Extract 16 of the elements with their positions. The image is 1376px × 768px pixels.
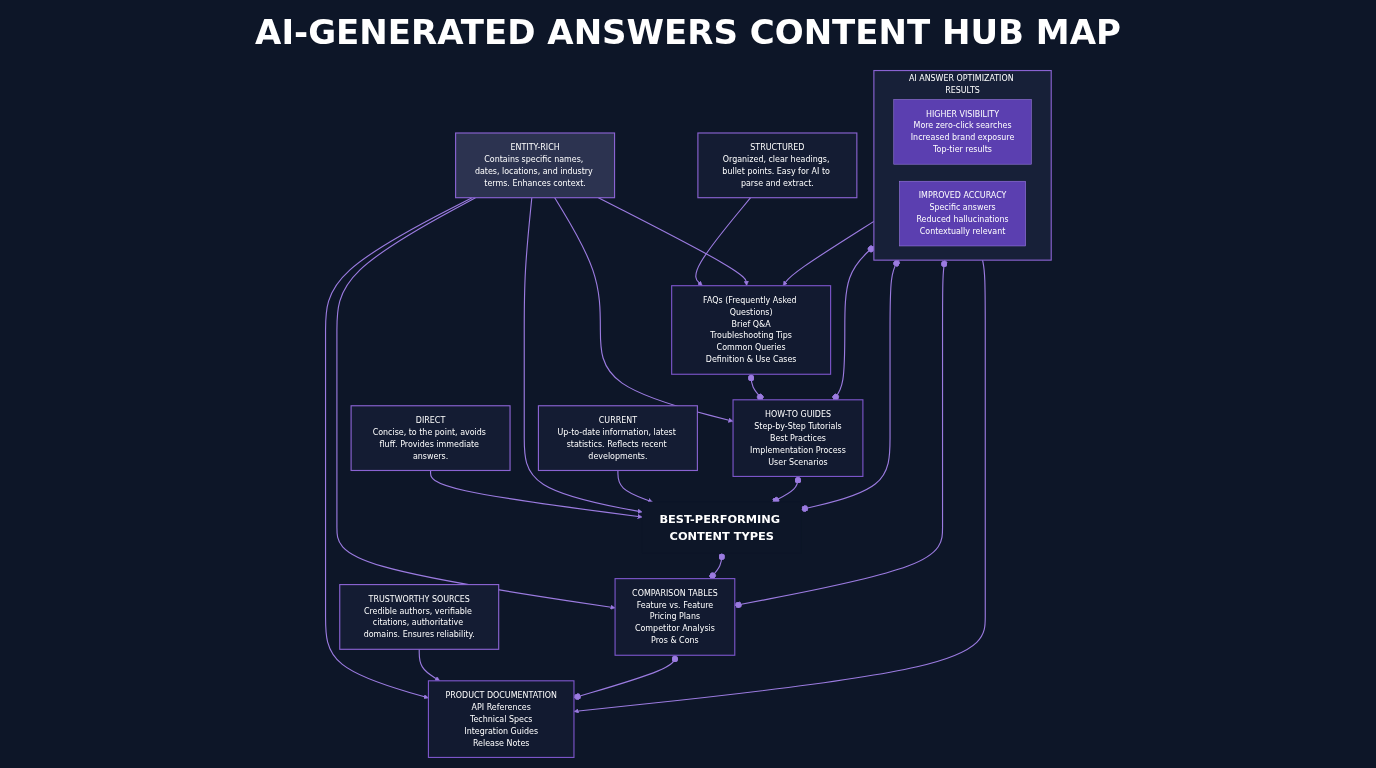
- arrow: [616, 469, 653, 503]
- arrow: [335, 197, 615, 610]
- connector: [573, 654, 678, 701]
- arrow: [418, 648, 440, 682]
- arrow: [324, 197, 473, 700]
- connector: [800, 259, 900, 513]
- connector: [708, 552, 725, 580]
- arrow: [694, 197, 751, 286]
- diagram-title: AI-GENERATED ANSWERS CONTENT HUB MAP: [254, 11, 1122, 54]
- node-text: BEST-PERFORMING CONTENT TYPES: [659, 512, 780, 543]
- arrow: [429, 469, 643, 519]
- arrow: [523, 197, 643, 514]
- arrow: [573, 259, 986, 714]
- arrow: [553, 197, 733, 423]
- connector: [747, 373, 764, 401]
- arrow: [597, 197, 749, 286]
